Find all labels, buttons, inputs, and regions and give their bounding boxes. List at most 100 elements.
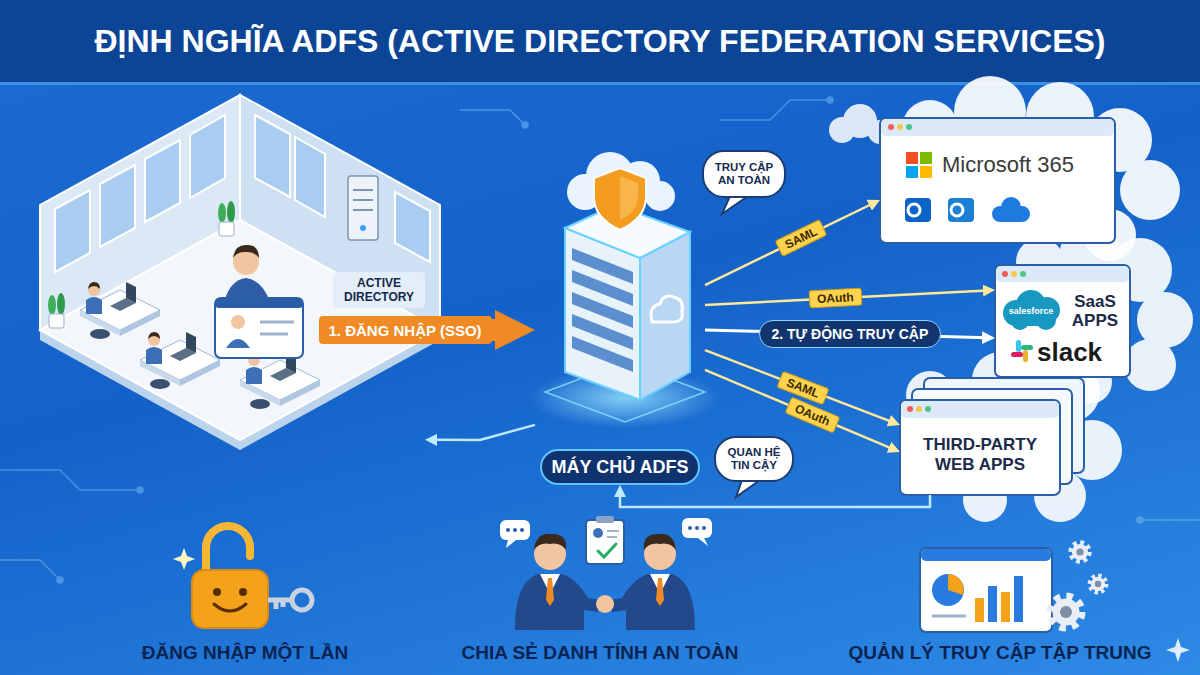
directory-label: ACTIVE DIRECTORY	[333, 272, 425, 308]
dashboard-icon	[921, 549, 1051, 561]
m365-window	[897, 124, 903, 130]
office-illustration	[240, 352, 320, 409]
adfs-server: MÁY CHỦ ADFS	[535, 160, 705, 485]
office-illustration	[80, 282, 160, 339]
office-illustration	[240, 95, 440, 330]
m365-window	[951, 204, 963, 216]
dashboard-icon	[975, 598, 984, 622]
m365-window	[888, 124, 894, 130]
handshake-icon	[500, 520, 530, 540]
feature-caption: CHIA SẺ DANH TÍNH AN TOÀN	[420, 638, 780, 668]
handshake-icon	[596, 516, 614, 523]
title-layer: ĐỊNH NGHĨA ADFS (ACTIVE DIRECTORY FEDERA…	[0, 0, 1200, 82]
padlock-icon	[173, 548, 195, 570]
app-window: THIRD-PARTY WEB APPS	[900, 400, 1060, 495]
m365-window	[948, 198, 974, 222]
padlock-icon	[213, 588, 221, 596]
office-window	[55, 190, 90, 272]
padlock-icon	[206, 526, 250, 574]
third-party-windows	[925, 406, 931, 412]
plant	[48, 295, 56, 315]
office-area: ACTIVE DIRECTORY	[40, 100, 425, 450]
speech-bubble: QUAN HỆ TIN CẬY	[714, 436, 794, 482]
edge-label: OAuth	[784, 397, 840, 434]
plant	[48, 293, 65, 328]
dashboard-icon	[1014, 576, 1023, 622]
app-window: salesforceSaaS APPSslack	[995, 265, 1130, 377]
label-layer: TRUY CẬP AN TOÀNQUAN HỆ TIN CẬYĐĂNG NHẬP…	[0, 0, 1200, 184]
handshake-icon	[506, 528, 510, 532]
plant	[57, 293, 65, 315]
adfs-server-art	[572, 336, 633, 372]
m365-window	[905, 198, 931, 222]
handshake-icon	[506, 540, 516, 548]
edge-label: SAML	[776, 370, 829, 405]
edge-label-layer: 1. ĐĂNG NHẬP (SSO)SAMLOAuth2. TỰ ĐỘNG TR…	[0, 0, 1200, 128]
salesforce-logo	[1003, 290, 1060, 330]
m365-window	[920, 166, 932, 178]
edge-label: SAML	[775, 219, 828, 257]
third-party-windows	[900, 378, 1084, 495]
user-with-id-card	[215, 245, 303, 358]
office-window	[190, 115, 225, 198]
office-window	[255, 115, 290, 197]
dashboard-icon	[1001, 592, 1010, 622]
app-name: Microsoft 365	[942, 148, 1110, 182]
logo-text: slack	[1037, 337, 1125, 367]
handshake-icon	[513, 528, 517, 532]
padlock-icon	[268, 600, 292, 609]
office-window	[55, 115, 430, 272]
directory-server-icon	[348, 176, 378, 240]
directory-server-icon	[353, 209, 373, 211]
circuit-lines	[720, 100, 830, 120]
third-party-windows	[907, 406, 913, 412]
office-illustration	[140, 332, 220, 389]
plant	[227, 201, 235, 223]
user-with-id-card	[215, 298, 303, 358]
adfs-server-art	[651, 296, 682, 322]
user-with-id-card	[215, 298, 303, 308]
plant	[49, 314, 64, 328]
circuit-lines	[522, 122, 528, 128]
user-with-id-card	[260, 321, 294, 324]
saas-window	[1011, 271, 1017, 277]
bubble-tail	[722, 196, 748, 214]
circuit-lines	[57, 577, 63, 583]
handshake-icon	[698, 538, 708, 546]
handshake-icon	[702, 526, 706, 530]
office-window	[295, 137, 325, 217]
m365-window	[1000, 212, 1022, 222]
server-label: MÁY CHỦ ADFS	[540, 449, 700, 485]
saas-window	[995, 265, 1130, 377]
office-window	[395, 192, 430, 262]
circuit-lines	[0, 97, 1200, 583]
dashboard-icon	[932, 615, 966, 618]
plant	[218, 201, 235, 236]
cloud	[1124, 339, 1176, 391]
dashboard-icon	[932, 574, 964, 606]
handshake-icon	[500, 516, 712, 630]
cloud	[1120, 160, 1180, 220]
circuit-lines	[0, 470, 140, 490]
handshake-icon	[520, 528, 524, 532]
feature-caption: QUẢN LÝ TRUY CẬP TẬP TRUNG	[830, 638, 1170, 668]
edge-label: 1. ĐĂNG NHẬP (SSO)	[319, 316, 492, 344]
dashboard-icon	[988, 586, 997, 622]
slack-logo	[1016, 340, 1021, 352]
user-with-id-card	[260, 333, 288, 336]
handshake-icon	[682, 518, 712, 538]
m365-window	[920, 152, 932, 164]
app-name: SaaS APPS	[1063, 289, 1127, 333]
handshake-icon	[688, 526, 692, 530]
m365-window	[906, 152, 918, 164]
directory-server-icon	[360, 225, 366, 231]
trust-arrow	[620, 485, 930, 507]
handshake-icon	[586, 520, 624, 564]
adfs-server-art	[594, 168, 646, 230]
third-party-windows	[916, 406, 922, 412]
directory-server-icon	[353, 199, 373, 201]
handshake-icon	[598, 544, 616, 557]
office-illustration	[40, 95, 240, 330]
